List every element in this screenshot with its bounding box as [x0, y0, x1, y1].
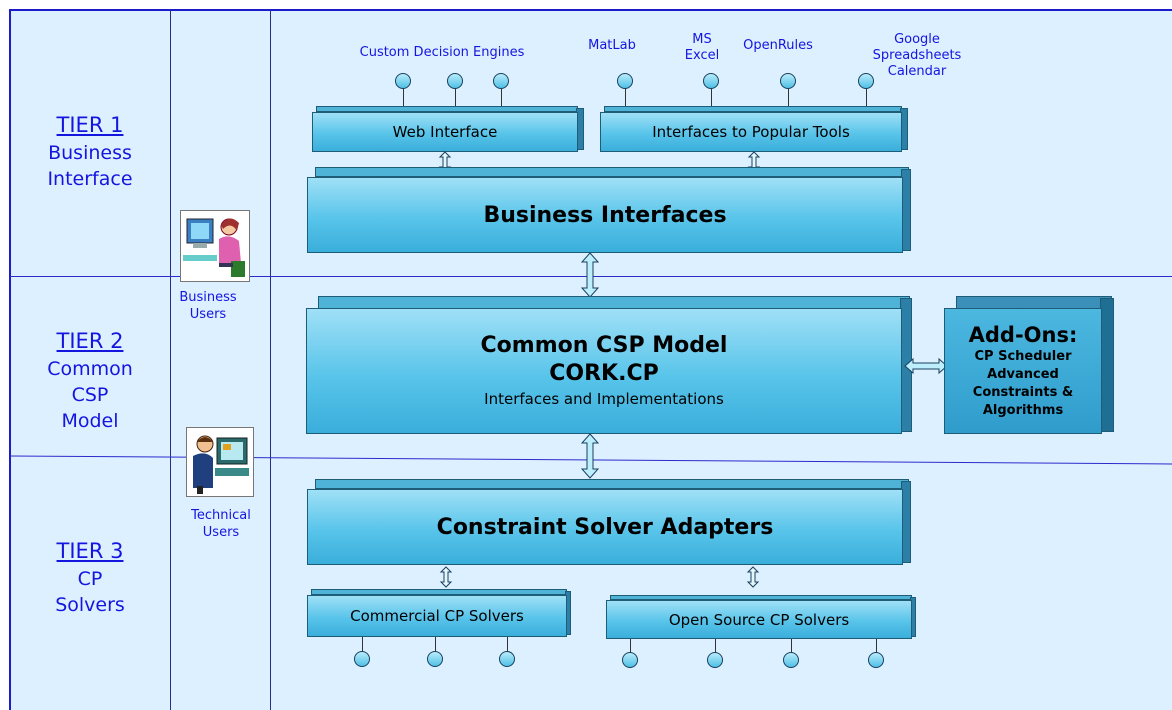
addons-line-2: Advanced	[987, 367, 1059, 382]
addons-title: Add-Ons:	[968, 323, 1078, 347]
stem	[435, 637, 436, 653]
technical-users-line-1: Technical	[191, 508, 251, 523]
stem	[791, 639, 792, 654]
open-source-solvers-box: Open Source CP Solvers	[606, 595, 916, 639]
openrules-label: OpenRules	[743, 38, 813, 53]
tier-2-title: TIER 2	[56, 329, 124, 353]
stem	[630, 639, 631, 654]
tier-2-line-3: Model	[61, 410, 119, 432]
double-arrow-large	[580, 433, 600, 479]
horizontal-double-arrow	[904, 357, 948, 375]
popular-tools-box: Interfaces to Popular Tools	[600, 106, 908, 152]
addons-face: Add-Ons: CP Scheduler Advanced Constrain…	[944, 308, 1102, 434]
connector-node	[703, 73, 719, 89]
business-user-icon	[180, 210, 250, 282]
google-line-3: Calendar	[887, 64, 947, 79]
connector-node	[395, 73, 411, 89]
custom-engines-label: Custom Decision Engines	[359, 45, 525, 60]
business-users-line-1: Business	[179, 290, 237, 305]
matlab-label: MatLab	[588, 38, 636, 53]
business-users-line-2: Users	[189, 307, 227, 322]
tier-1-label: TIER 1 Business Interface	[10, 112, 170, 192]
tier-1-line-1: Business	[48, 142, 132, 164]
csp-model-title: Common CSP Model	[480, 333, 728, 358]
addons-line-1: CP Scheduler	[974, 349, 1072, 364]
web-interface-box: Web Interface	[312, 106, 584, 152]
connector-node	[783, 652, 799, 668]
csp-model-caption: Interfaces and Implementations	[484, 390, 724, 408]
stem	[866, 86, 867, 108]
ms-excel-label: MS Excel	[672, 32, 732, 64]
column-divider-2	[270, 11, 271, 710]
technical-users-line-2: Users	[202, 525, 240, 540]
connector-node	[858, 73, 874, 89]
box-top-face	[315, 479, 909, 489]
google-label: Google Spreadsheets Calendar	[862, 32, 972, 80]
ms-excel-line-2: Excel	[684, 48, 720, 63]
connector-node	[617, 73, 633, 89]
business-interfaces-box: Business Interfaces	[307, 167, 911, 253]
box-top-face	[315, 167, 909, 177]
google-line-2: Spreadsheets	[872, 48, 962, 63]
technical-user-icon	[186, 427, 254, 497]
stem	[455, 86, 456, 108]
addons-line-3: Constraints &	[972, 385, 1074, 400]
stem	[362, 637, 363, 653]
web-interface-label: Web Interface	[312, 112, 578, 152]
tier-1-title: TIER 1	[56, 113, 124, 137]
commercial-solvers-box: Commercial CP Solvers	[307, 589, 571, 637]
commercial-solvers-label: Commercial CP Solvers	[307, 595, 567, 637]
addons-line-4: Algorithms	[982, 403, 1064, 418]
stem	[788, 86, 789, 108]
open-source-solvers-label: Open Source CP Solvers	[606, 600, 912, 639]
tier-3-line-1: CP	[77, 568, 103, 590]
csp-model-subtitle: CORK.CP	[549, 361, 659, 386]
business-interfaces-label: Business Interfaces	[307, 177, 903, 253]
stem	[403, 86, 404, 108]
stem	[711, 86, 712, 108]
box-side-face	[1100, 298, 1114, 432]
solver-adapters-label: Constraint Solver Adapters	[307, 489, 903, 565]
connector-node	[493, 73, 509, 89]
double-arrow	[439, 566, 453, 588]
business-users-label: Business Users	[158, 289, 258, 323]
google-line-1: Google	[894, 32, 940, 47]
tier-3-label: TIER 3 CP Solvers	[10, 538, 170, 618]
stem	[507, 637, 508, 653]
technical-users-label: Technical Users	[171, 507, 271, 541]
connector-node	[354, 651, 370, 667]
tier-2-line-1: Common	[47, 358, 133, 380]
solver-adapters-box: Constraint Solver Adapters	[307, 479, 911, 565]
ms-excel-line-1: MS	[692, 32, 712, 47]
stem	[625, 86, 626, 108]
connector-node	[427, 651, 443, 667]
tier-1-line-2: Interface	[47, 168, 133, 190]
csp-model-face: Common CSP Model CORK.CP Interfaces and …	[306, 308, 902, 434]
addons-box: Add-Ons: CP Scheduler Advanced Constrain…	[944, 296, 1114, 434]
popular-tools-label: Interfaces to Popular Tools	[600, 112, 902, 152]
stem	[715, 639, 716, 654]
column-divider-1	[170, 11, 171, 710]
stem	[876, 639, 877, 654]
csp-model-box: Common CSP Model CORK.CP Interfaces and …	[306, 296, 912, 434]
connector-node	[868, 652, 884, 668]
tier-3-title: TIER 3	[56, 539, 124, 563]
double-arrow	[746, 566, 760, 588]
tier-3-line-2: Solvers	[55, 594, 125, 616]
connector-node	[622, 652, 638, 668]
tier-2-label: TIER 2 Common CSP Model	[10, 328, 170, 434]
connector-node	[447, 73, 463, 89]
double-arrow-large	[580, 252, 600, 298]
connector-node	[707, 652, 723, 668]
connector-node	[780, 73, 796, 89]
connector-node	[499, 651, 515, 667]
tier-2-line-2: CSP	[71, 384, 109, 406]
stem	[501, 86, 502, 108]
